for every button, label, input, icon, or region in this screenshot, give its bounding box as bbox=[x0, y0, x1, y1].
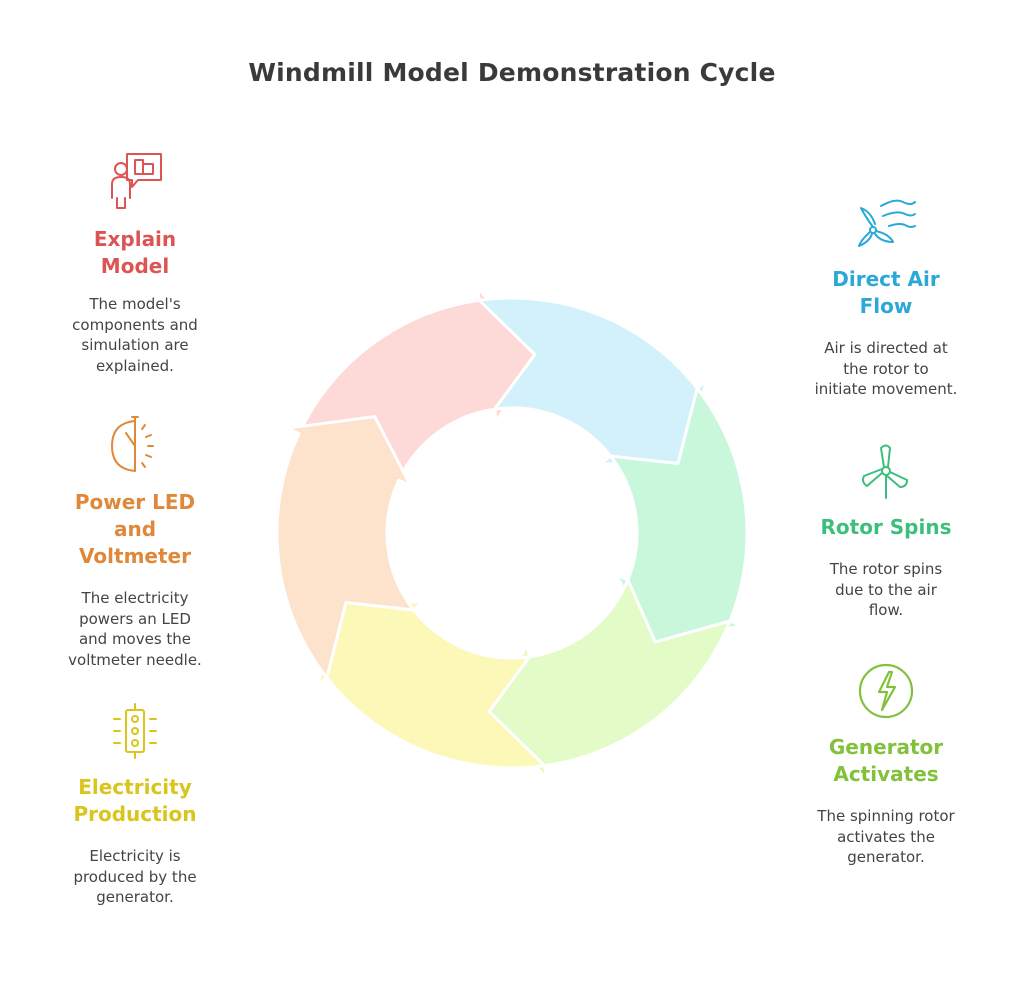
ring-segment-explain-model bbox=[297, 285, 537, 482]
wind-icon bbox=[858, 199, 916, 247]
ring-segment-power-led-voltmeter bbox=[275, 415, 415, 680]
step-label: Rotor Spins bbox=[820, 515, 952, 539]
ring-segment-generator-activates bbox=[487, 578, 732, 781]
ring-segment-rotor-spins bbox=[609, 386, 749, 644]
diagram-title: Windmill Model Demonstration Cycle bbox=[248, 58, 776, 87]
turbine-icon bbox=[862, 444, 908, 499]
traffic-light-icon bbox=[113, 703, 157, 759]
lightning-icon bbox=[858, 663, 914, 719]
ring-segment-electricity-production bbox=[315, 600, 547, 770]
ring-segment-direct-air-flow bbox=[477, 296, 709, 466]
presentation-icon bbox=[111, 153, 162, 209]
gauge-icon bbox=[111, 416, 154, 472]
